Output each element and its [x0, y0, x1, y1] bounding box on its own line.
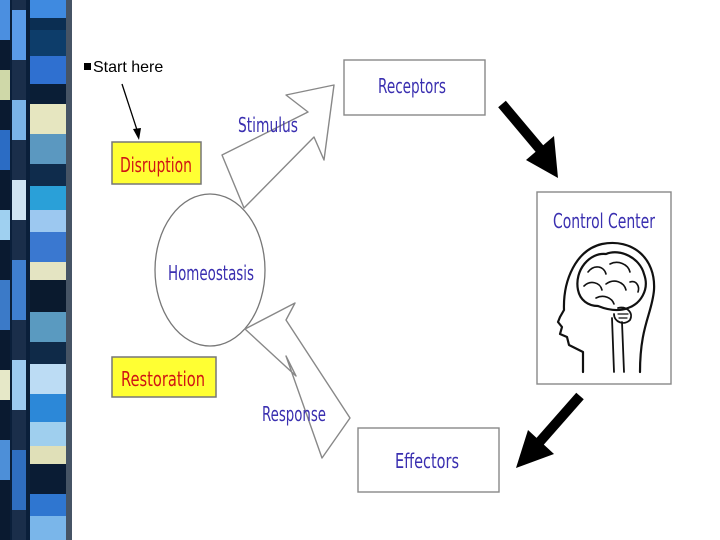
effectors-label: Effectors — [395, 449, 459, 473]
disruption-box — [111, 141, 202, 185]
arrow-to-control-center — [498, 100, 558, 178]
homeostasis-label: Homeostasis — [168, 261, 254, 285]
start-pointer-arrow — [121, 83, 141, 140]
control-center-box — [536, 191, 672, 385]
restoration-box — [111, 356, 217, 398]
disruption-label: Disruption — [120, 153, 192, 177]
response-label: Response — [262, 402, 326, 426]
control-center-label: Control Center — [553, 209, 656, 233]
response-arrow — [244, 302, 351, 459]
start-here-text: Start here — [93, 59, 164, 76]
decorative-stripe — [0, 0, 72, 540]
restoration-label: Restoration — [121, 367, 205, 391]
effectors-box — [357, 427, 500, 493]
start-here-bullet: Start here — [84, 59, 163, 77]
square-bullet-icon — [84, 63, 91, 70]
stimulus-arrow — [221, 84, 335, 209]
receptors-label: Receptors — [378, 74, 446, 98]
head-brain-icon — [556, 241, 656, 374]
homeostasis-circle — [154, 193, 266, 347]
arrow-to-effectors — [516, 392, 584, 468]
stimulus-label: Stimulus — [238, 113, 298, 137]
receptors-box — [343, 59, 486, 116]
